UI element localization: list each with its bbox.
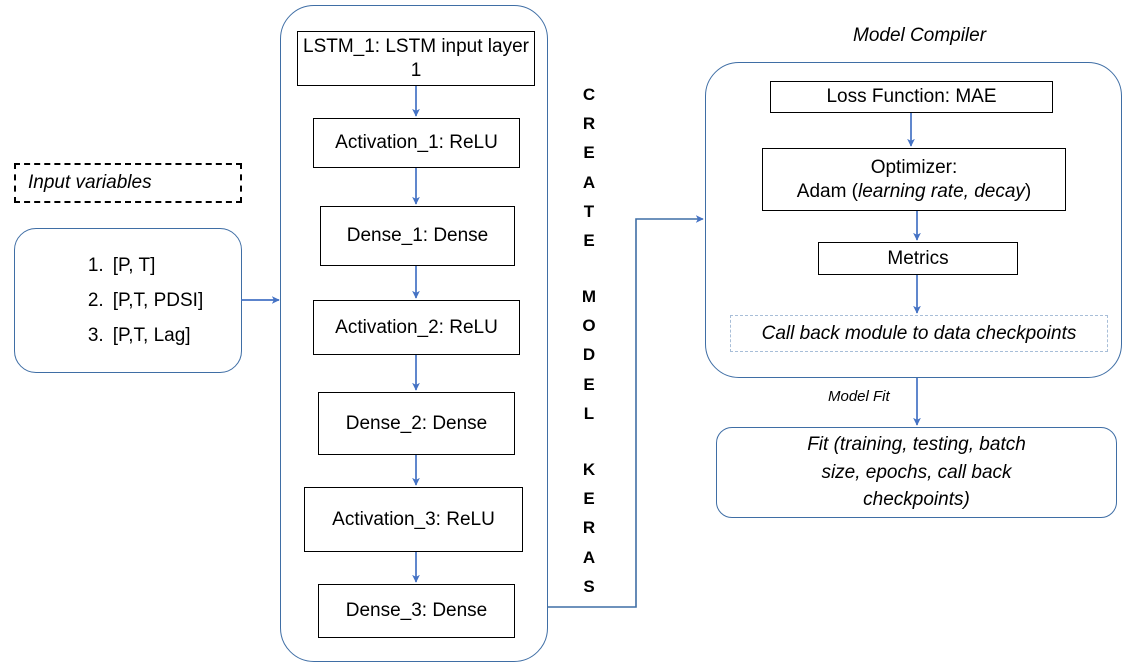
node-loss-function[interactable]: Loss Function: MAE xyxy=(770,81,1053,113)
node-label-line2: Adam (learning rate, decay) xyxy=(797,180,1031,203)
optimizer-suffix: ) xyxy=(1024,180,1032,202)
input-variables-panel: 1. [P, T] 2. [P,T, PDSI] 3. [P,T, Lag] xyxy=(14,228,242,373)
node-label: Activation_2: ReLU xyxy=(335,316,498,338)
optimizer-prefix: Adam ( xyxy=(796,180,859,202)
node-label: Activation_3: ReLU xyxy=(332,508,495,530)
arrow-model-to-compiler xyxy=(548,215,704,608)
node-activation-1[interactable]: Activation_1: ReLU xyxy=(313,118,520,168)
node-label: Dense_3: Dense xyxy=(345,600,488,622)
node-label: LSTM_1: LSTM input layer 1 xyxy=(303,36,529,81)
node-optimizer[interactable]: Optimizer: Adam (learning rate, decay) xyxy=(762,148,1066,211)
list-item-number: 3. xyxy=(87,325,104,347)
list-item: 2. [P,T, PDSI] xyxy=(79,283,203,318)
input-variables-list: 1. [P, T] 2. [P,T, PDSI] 3. [P,T, Lag] xyxy=(53,229,203,372)
node-fit[interactable]: Fit (training, testing, batch size, epoc… xyxy=(716,427,1117,518)
fit-line-2: size, epochs, call back xyxy=(821,461,1012,483)
list-item: 1. [P, T] xyxy=(79,248,203,283)
node-callback-module[interactable]: Call back module to data checkpoints xyxy=(730,315,1108,352)
model-compiler-title: Model Compiler xyxy=(853,25,987,46)
model-fit-edge-label: Model Fit xyxy=(828,388,890,405)
list-item-text: [P,T, PDSI] xyxy=(112,289,204,311)
node-dense-2[interactable]: Dense_2: Dense xyxy=(318,392,515,455)
fit-line-1: Fit (training, testing, batch xyxy=(807,434,1026,456)
node-dense-1[interactable]: Dense_1: Dense xyxy=(320,206,515,266)
node-label: Call back module to data checkpoints xyxy=(761,322,1077,344)
list-item-text: [P,T, Lag] xyxy=(112,325,191,347)
node-label: Dense_1: Dense xyxy=(346,225,489,247)
input-variables-label: Input variables xyxy=(28,172,152,193)
node-activation-2[interactable]: Activation_2: ReLU xyxy=(313,300,520,355)
list-item-text: [P, T] xyxy=(112,254,156,276)
node-lstm-1[interactable]: LSTM_1: LSTM input layer 1 xyxy=(297,31,535,86)
optimizer-params: learning rate, decay xyxy=(858,180,1025,202)
node-label: Activation_1: ReLU xyxy=(335,132,498,154)
node-activation-3[interactable]: Activation_3: ReLU xyxy=(304,487,523,552)
node-dense-3[interactable]: Dense_3: Dense xyxy=(318,584,515,638)
list-item-number: 2. xyxy=(87,289,104,311)
list-item: 3. [P,T, Lag] xyxy=(79,318,203,353)
list-item-number: 1. xyxy=(87,254,104,276)
node-label-line1: Optimizer: xyxy=(870,157,958,179)
input-variables-label-box: Input variables xyxy=(14,163,242,203)
node-label: Dense_2: Dense xyxy=(345,412,488,434)
node-metrics[interactable]: Metrics xyxy=(818,242,1018,275)
fit-line-3: checkpoints) xyxy=(863,489,970,511)
node-label: Metrics xyxy=(887,247,949,269)
node-label: Loss Function: MAE xyxy=(826,86,997,108)
